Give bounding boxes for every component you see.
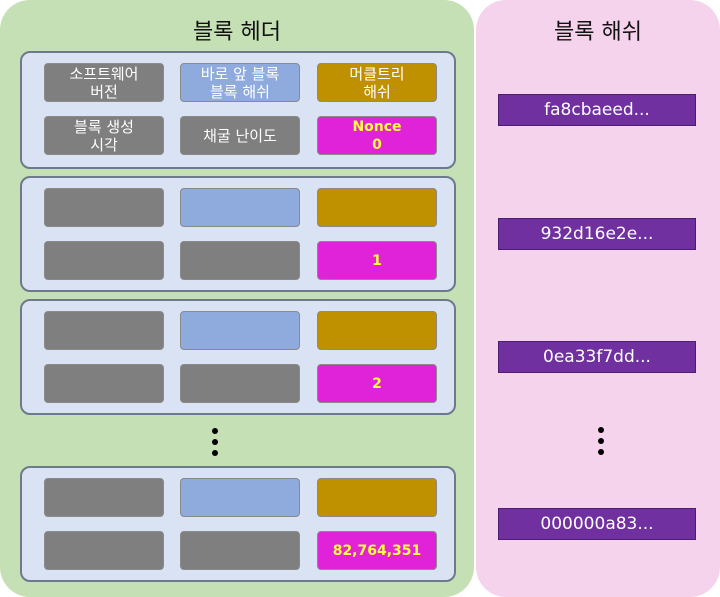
difficulty-cell <box>180 364 300 403</box>
prev-hash-cell <box>180 478 300 517</box>
prev-hash-cell <box>180 188 300 227</box>
merkle-hash-cell <box>317 188 437 227</box>
ellipsis-icon <box>597 427 605 460</box>
timestamp-cell: 블록 생성 시각 <box>44 116 164 155</box>
version-cell <box>44 478 164 517</box>
block-hash-4: 000000a83... <box>498 508 696 540</box>
difficulty-cell <box>180 241 300 280</box>
difficulty-cell <box>180 531 300 570</box>
nonce-cell: 1 <box>317 241 437 280</box>
merkle-hash-cell <box>317 311 437 350</box>
header-group-2: 1 <box>20 176 456 292</box>
block-hash-title: 블록 해쉬 <box>554 20 642 45</box>
header-group-1: 소프트웨어 버전 바로 앞 블록 블록 해쉬 머클트리 해쉬 블록 생성 시각 … <box>20 51 456 169</box>
merkle-hash-cell <box>317 478 437 517</box>
nonce-cell: 2 <box>317 364 437 403</box>
timestamp-cell <box>44 364 164 403</box>
version-cell: 소프트웨어 버전 <box>44 63 164 102</box>
block-hash-2: 932d16e2e... <box>498 218 696 250</box>
nonce-cell: 82,764,351 <box>317 531 437 570</box>
timestamp-cell <box>44 531 164 570</box>
nonce-cell: Nonce 0 <box>317 116 437 155</box>
version-cell <box>44 188 164 227</box>
prev-hash-cell: 바로 앞 블록 블록 해쉬 <box>180 63 300 102</box>
ellipsis-icon <box>211 428 219 461</box>
header-group-3: 2 <box>20 299 456 415</box>
prev-hash-cell <box>180 311 300 350</box>
block-hash-1: fa8cbaeed... <box>498 94 696 126</box>
merkle-hash-cell: 머클트리 해쉬 <box>317 63 437 102</box>
header-group-4: 82,764,351 <box>20 466 456 582</box>
version-cell <box>44 311 164 350</box>
block-header-title: 블록 헤더 <box>193 20 281 45</box>
difficulty-cell: 채굴 난이도 <box>180 116 300 155</box>
timestamp-cell <box>44 241 164 280</box>
block-hash-3: 0ea33f7dd... <box>498 341 696 373</box>
